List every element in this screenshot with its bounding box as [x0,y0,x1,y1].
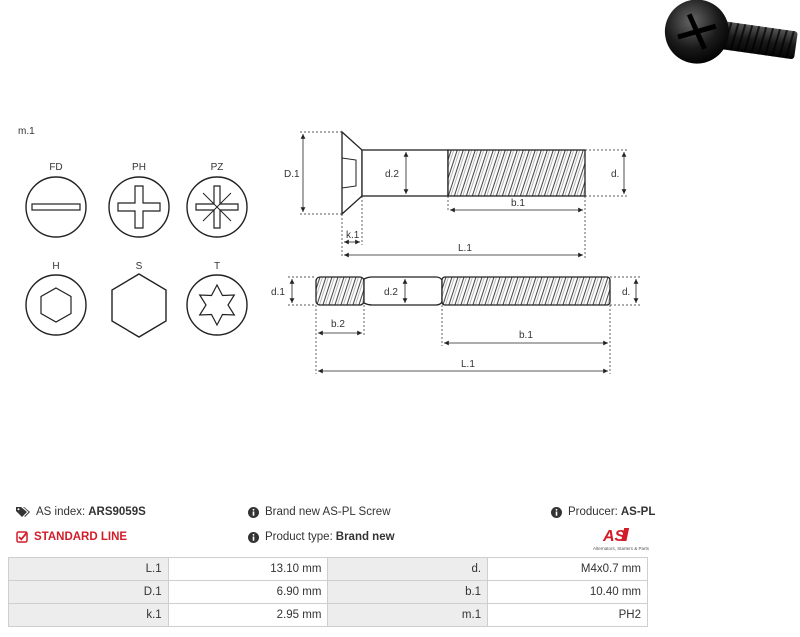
standard-line: STANDARD LINE [16,531,127,543]
spec-value: 2.95 mm [167,603,329,627]
product-description: Brand new AS-PL Screw [248,506,391,518]
svg-text:Alternators, Starters & Parts: Alternators, Starters & Parts [593,546,650,551]
product-type-value: Brand new [335,531,395,543]
dim-label-b1: b.1 [511,198,525,209]
hex-head-drive-icon: S [111,261,167,338]
spec-label: D.1 [8,580,169,604]
dim-label-d2-bottom: d.2 [384,287,398,298]
drive-label-fd: FD [49,162,62,173]
dim-label-d: d. [611,169,619,180]
slotted-drive-icon: FD [25,162,87,238]
spec-label: k.1 [8,603,169,627]
product-type-label: Product type: [265,531,333,543]
drive-label-h: H [52,261,59,272]
dim-label-k1: k.1 [346,230,360,241]
drive-label-ph: PH [132,162,146,173]
producer-value: AS-PL [620,506,656,518]
info-icon [248,506,259,518]
dim-label-d2: d.2 [385,169,399,180]
hex-socket-drive-icon: H [25,261,87,336]
drive-types-label: m.1 [18,126,35,137]
product-type: Product type: Brand new [248,531,395,543]
checkbox-icon [16,531,28,543]
info-icon [551,506,562,518]
standard-line-label: STANDARD LINE [34,531,128,543]
spec-value: PH2 [487,603,648,627]
stud-screw-drawing: d.1 d.2 d. b.2 b.1 L.1 [271,276,640,374]
drive-label-t: T [214,261,220,272]
as-index-value: ARS9059S [88,506,146,518]
dim-label-D1: D.1 [284,169,300,180]
spec-value: 10.40 mm [487,580,648,604]
dim-label-d-bottom: d. [622,287,630,298]
spec-value: 6.90 mm [167,580,329,604]
drive-label-pz: PZ [211,162,224,173]
description-text: Brand new AS-PL Screw [265,506,391,518]
spec-label: b.1 [327,580,489,604]
spec-label: m.1 [327,603,489,627]
spec-label: d. [327,557,489,581]
info-icon [248,531,259,543]
torx-drive-icon: T [186,261,248,336]
dim-label-L1-bottom: L.1 [461,359,475,370]
product-photo [664,0,798,64]
spec-label: L.1 [8,557,169,581]
as-pl-logo: AS Alternators, Starters & Parts [593,528,650,551]
spec-value: 13.10 mm [167,557,329,581]
as-index: AS index: ARS9059S [16,506,146,518]
tags-icon [16,507,30,517]
as-index-label: AS index: [36,506,86,518]
spec-value: M4x0.7 mm [487,557,648,581]
producer: Producer: AS-PL [551,506,655,518]
pozidriv-drive-icon: PZ [186,162,248,238]
dim-label-L1: L.1 [458,243,472,254]
dim-label-d1: d.1 [271,287,285,298]
countersunk-screw-drawing: D.1 d.2 d. b.1 k.1 L.1 [284,130,628,258]
technical-drawing: m.1 FD PH PZ H S T [18,126,640,374]
svg-text:AS: AS [602,528,626,545]
drive-label-s: S [136,261,143,272]
phillips-drive-icon: PH [108,162,170,238]
dim-label-b1-bottom: b.1 [519,330,533,341]
producer-label: Producer: [568,506,618,518]
dim-label-b2: b.2 [331,319,345,330]
